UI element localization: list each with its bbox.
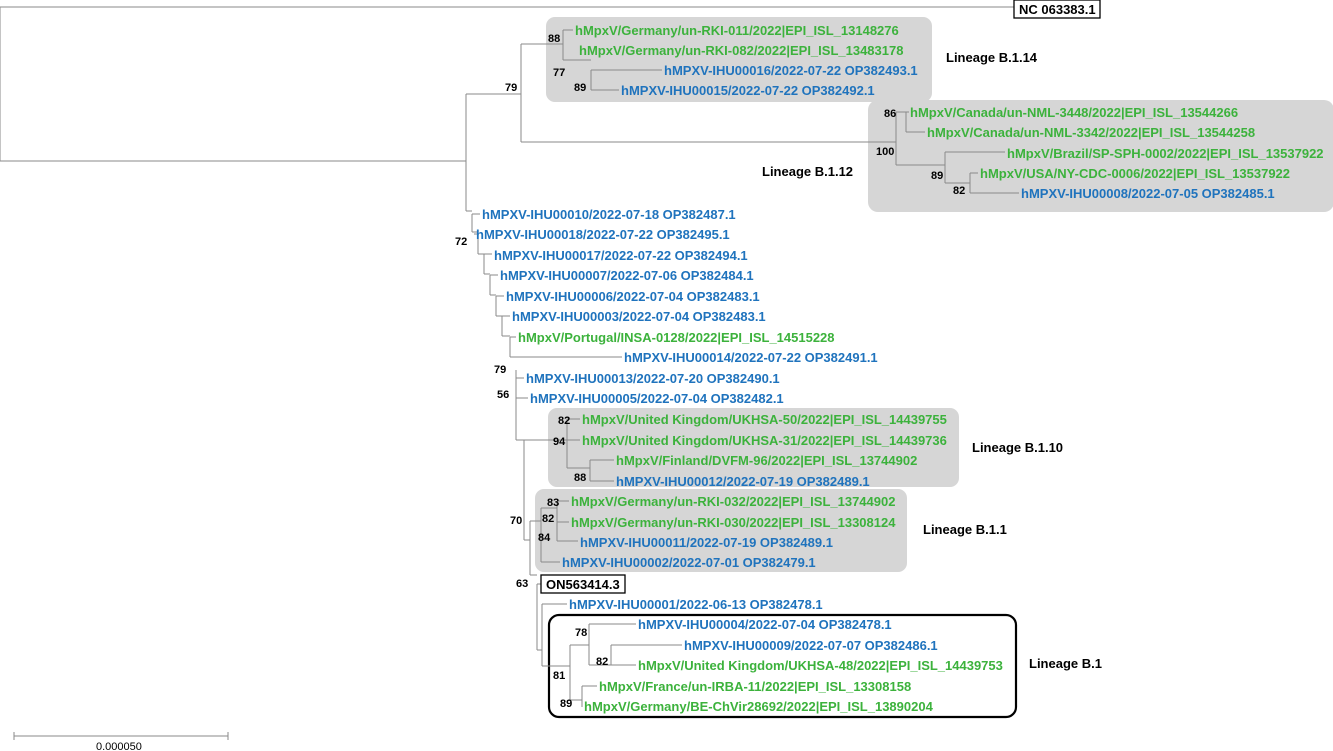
taxon-label: hMPXV-IHU00005/2022-07-04 OP382482.1 xyxy=(530,391,784,406)
taxon-label: hMpxV/Canada/un-NML-3448/2022|EPI_ISL_13… xyxy=(910,105,1238,120)
tree-branches xyxy=(0,6,1019,707)
taxon-label: hMPXV-IHU00004/2022-07-04 OP382478.1 xyxy=(638,617,892,632)
taxon-label: hMPXV-IHU00017/2022-07-22 OP382494.1 xyxy=(494,248,748,263)
bootstrap-value: 100 xyxy=(876,146,894,158)
bootstrap-value: 79 xyxy=(505,82,517,94)
taxon-label: hMpxV/Brazil/SP-SPH-0002/2022|EPI_ISL_13… xyxy=(1007,146,1324,161)
taxon-label: hMPXV-IHU00003/2022-07-04 OP382483.1 xyxy=(512,309,766,324)
bootstrap-value: 89 xyxy=(574,82,586,94)
taxon-label: hMPXV-IHU00018/2022-07-22 OP382495.1 xyxy=(476,227,730,242)
taxon-label: hMPXV-IHU00011/2022-07-19 OP382489.1 xyxy=(580,535,833,550)
taxon-label: hMpxV/Germany/un-RKI-032/2022|EPI_ISL_13… xyxy=(571,494,895,509)
taxon-label: hMpxV/Canada/un-NML-3342/2022|EPI_ISL_13… xyxy=(927,125,1255,140)
lineage-b1-12-group xyxy=(868,100,1333,212)
taxon-label: hMpxV/Germany/BE-ChVir28692/2022|EPI_ISL… xyxy=(584,699,934,714)
bootstrap-value: 84 xyxy=(538,532,551,544)
lineage-b1-1-group xyxy=(535,489,907,572)
lineage-b1-10-group xyxy=(548,408,959,487)
bootstrap-value: 86 xyxy=(884,108,896,120)
taxon-label: hMpxV/France/un-IRBA-11/2022|EPI_ISL_133… xyxy=(599,679,911,694)
bootstrap-value: 89 xyxy=(931,170,943,182)
bootstrap-value: 78 xyxy=(575,627,587,639)
bootstrap-value: 63 xyxy=(516,578,528,590)
lineage-b1-14-group xyxy=(546,17,932,102)
taxon-label: hMPXV-IHU00008/2022-07-05 OP382485.1 xyxy=(1021,186,1275,201)
taxon-label: hMpxV/USA/NY-CDC-0006/2022|EPI_ISL_13537… xyxy=(980,166,1290,181)
scale-bar: 0.000050 xyxy=(13,732,229,751)
lineage-b1-1-label: Lineage B.1.1 xyxy=(923,522,1007,537)
b1-reference-label: ON563414.3 xyxy=(546,577,620,592)
taxon-label: hMpxV/Portugal/INSA-0128/2022|EPI_ISL_14… xyxy=(518,330,835,345)
bootstrap-value: 77 xyxy=(553,67,565,79)
taxon-label: hMpxV/Germany/un-RKI-082/2022|EPI_ISL_13… xyxy=(579,43,903,58)
taxa-labels: hMpxV/Germany/un-RKI-011/2022|EPI_ISL_13… xyxy=(476,23,1324,714)
bootstrap-value: 82 xyxy=(542,513,554,525)
taxon-label: hMPXV-IHU00013/2022-07-20 OP382490.1 xyxy=(526,371,780,386)
taxon-label: hMpxV/Finland/DVFM-96/2022|EPI_ISL_13744… xyxy=(616,453,917,468)
taxon-label: hMPXV-IHU00012/2022-07-19 OP382489.1 xyxy=(616,474,870,489)
root-ref-box xyxy=(1013,0,1101,19)
taxon-label: hMPXV-IHU00002/2022-07-01 OP382479.1 xyxy=(562,555,816,570)
taxon-label: hMPXV-IHU00009/2022-07-07 OP382486.1 xyxy=(684,638,938,653)
taxon-label: hMpxV/United Kingdom/UKHSA-50/2022|EPI_I… xyxy=(582,412,947,427)
bootstrap-values: 88 77 89 79 86 100 89 82 72 79 56 82 94 … xyxy=(455,33,965,710)
bootstrap-value: 72 xyxy=(455,236,467,248)
taxon-label: hMpxV/United Kingdom/UKHSA-31/2022|EPI_I… xyxy=(582,433,947,448)
taxon-label: hMPXV-IHU00006/2022-07-04 OP382483.1 xyxy=(506,289,760,304)
taxon-label: hMPXV-IHU00016/2022-07-22 OP382493.1 xyxy=(664,63,918,78)
bootstrap-value: 89 xyxy=(560,698,572,710)
bootstrap-value: 70 xyxy=(510,515,522,527)
bootstrap-value: 88 xyxy=(574,472,586,484)
scale-bar-label: 0.000050 xyxy=(96,741,142,751)
b1-ref-box xyxy=(540,574,626,594)
bootstrap-value: 83 xyxy=(547,497,559,509)
bootstrap-value: 81 xyxy=(553,670,565,682)
bootstrap-value: 79 xyxy=(494,364,506,376)
bootstrap-value: 56 xyxy=(497,389,509,401)
bootstrap-value: 82 xyxy=(953,185,965,197)
taxon-label: hMpxV/Germany/un-RKI-011/2022|EPI_ISL_13… xyxy=(575,23,899,38)
bootstrap-value: 82 xyxy=(558,415,570,427)
lineage-b1-14-label: Lineage B.1.14 xyxy=(946,50,1038,65)
bootstrap-value: 88 xyxy=(548,33,560,45)
taxon-label: hMPXV-IHU00007/2022-07-06 OP382484.1 xyxy=(500,268,754,283)
lineage-b1-10-label: Lineage B.1.10 xyxy=(972,440,1063,455)
bootstrap-value: 94 xyxy=(553,436,566,448)
bootstrap-value: 82 xyxy=(596,656,608,668)
taxon-label: hMpxV/United Kingdom/UKHSA-48/2022|EPI_I… xyxy=(638,658,1003,673)
taxon-label: hMPXV-IHU00014/2022-07-22 OP382491.1 xyxy=(624,350,878,365)
lineage-b1-label: Lineage B.1 xyxy=(1029,656,1102,671)
taxon-label: hMPXV-IHU00001/2022-06-13 OP382478.1 xyxy=(569,597,823,612)
taxon-label: hMpxV/Germany/un-RKI-030/2022|EPI_ISL_13… xyxy=(571,515,896,530)
taxon-label: hMPXV-IHU00015/2022-07-22 OP382492.1 xyxy=(621,83,875,98)
taxon-label: hMPXV-IHU00010/2022-07-18 OP382487.1 xyxy=(482,207,736,222)
root-reference-label: NC 063383.1 xyxy=(1019,2,1096,17)
lineage-b1-12-label: Lineage B.1.12 xyxy=(762,164,853,179)
